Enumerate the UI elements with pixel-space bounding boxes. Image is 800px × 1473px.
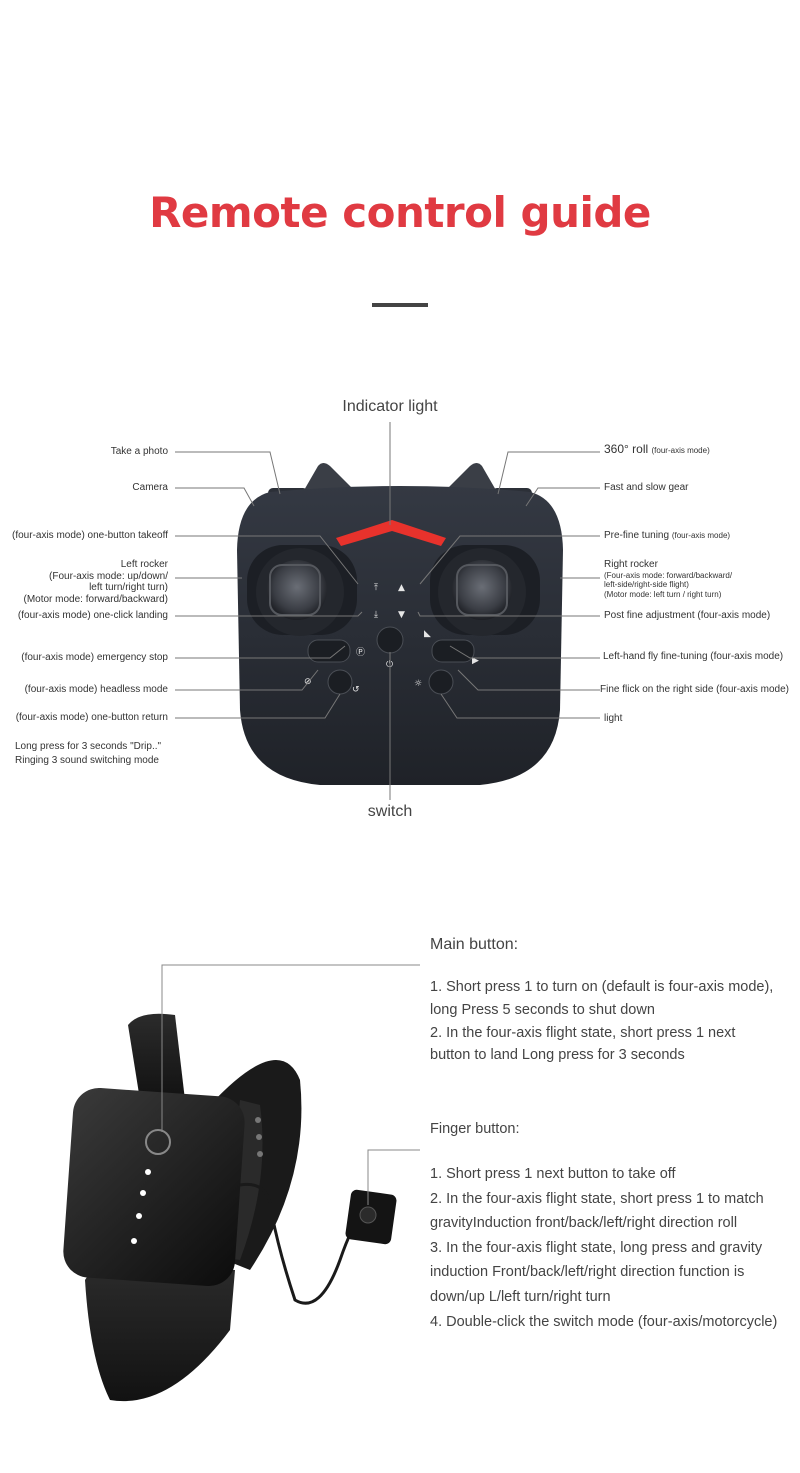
return-icon: ↺ <box>352 685 360 695</box>
main-line: 2. In the four-axis flight state, short … <box>430 1024 736 1041</box>
finger-line: down/up L/left turn/right turn <box>430 1288 611 1305</box>
label-takeoff: (four-axis mode) one-button takeoff <box>11 530 168 541</box>
label-roll: 360° roll (four-axis mode) <box>604 442 710 456</box>
light-icon: ☼ <box>414 679 422 689</box>
watch-leds <box>131 1169 151 1244</box>
main-line: 1. Short press 1 to turn on (default is … <box>430 979 774 995</box>
finger-line: 1. Short press 1 next button to take off <box>430 1166 676 1182</box>
page-title: Remote control guide <box>149 188 651 237</box>
remote-ears <box>303 463 497 492</box>
main-button-description: 1. Short press 1 to turn on (default is … <box>430 976 773 1067</box>
finger-line: gravityInduction front/back/left/right d… <box>430 1215 738 1232</box>
label-emergency-stop: (four-axis mode) emergency stop <box>21 652 168 663</box>
label-right-rocker: Right rocker (Four-axis mode: forward/ba… <box>604 559 733 599</box>
label-long-press: Long press for 3 seconds "Drip.." Ringin… <box>15 741 162 766</box>
left-hand-trim-button[interactable] <box>431 639 475 663</box>
main-line: button to land Long press for 3 seconds <box>430 1047 685 1064</box>
light-button[interactable] <box>428 669 454 695</box>
parking-icon: Ⓟ <box>356 647 365 658</box>
label-indicator-light: Indicator light <box>342 398 438 415</box>
label-light: light <box>604 713 623 724</box>
main-button-icon <box>145 1129 171 1155</box>
callout-lines <box>175 422 600 800</box>
label-post-fine: Post fine adjustment (four-axis mode) <box>604 610 771 621</box>
power-switch-button[interactable] <box>376 626 404 654</box>
watch-body <box>63 1087 245 1287</box>
label-return: (four-axis mode) one-button return <box>15 712 168 723</box>
finger-line: induction Front/back/left/right directio… <box>430 1264 745 1281</box>
label-fast-slow: Fast and slow gear <box>604 482 689 493</box>
label-pre-fine: Pre-fine tuning (four-axis mode) <box>604 530 731 541</box>
left-rocker[interactable] <box>247 545 357 636</box>
watch-callout-lines <box>161 964 420 1205</box>
trim-left-icon: ◣ <box>424 629 431 639</box>
label-take-photo: Take a photo <box>110 446 168 457</box>
takeoff-icon: ⤒ <box>374 583 378 593</box>
finger-line: 4. Double-click the switch mode (four-ax… <box>430 1313 778 1330</box>
title-divider <box>372 303 428 307</box>
emergency-stop-button[interactable] <box>307 639 351 663</box>
right-rocker[interactable] <box>430 545 540 636</box>
indicator-light <box>336 520 446 546</box>
trim-right-icon: ▶ <box>472 656 479 666</box>
label-left-hand: Left-hand fly fine-tuning (four-axis mod… <box>603 651 784 662</box>
finger-button-description: 1. Short press 1 next button to take off… <box>430 1162 777 1334</box>
label-camera: Camera <box>132 482 168 493</box>
finger-button-heading: Finger button: <box>430 1121 520 1137</box>
label-switch: switch <box>367 803 413 820</box>
finger-line: 3. In the four-axis flight state, long p… <box>430 1239 763 1256</box>
label-left-rocker: Left rocker (Four-axis mode: up/down/ le… <box>23 559 169 605</box>
landing-icon: ⤓ <box>374 610 378 620</box>
main-line: long Press 5 seconds to shut down <box>430 1001 655 1018</box>
main-button-heading: Main button: <box>430 936 519 953</box>
label-headless: (four-axis mode) headless mode <box>24 684 168 695</box>
trim-down-icon: ▼ <box>398 610 405 620</box>
label-fine-flick: Fine flick on the right side (four-axis … <box>600 684 789 695</box>
finger-line: 2. In the four-axis flight state, short … <box>430 1190 764 1207</box>
return-button[interactable] <box>327 669 353 695</box>
wrist-controller-illustration <box>63 1013 397 1402</box>
label-landing: (four-axis mode) one-click landing <box>17 610 168 621</box>
trim-up-icon: ▲ <box>398 583 405 593</box>
finger-button-icon <box>359 1206 377 1224</box>
